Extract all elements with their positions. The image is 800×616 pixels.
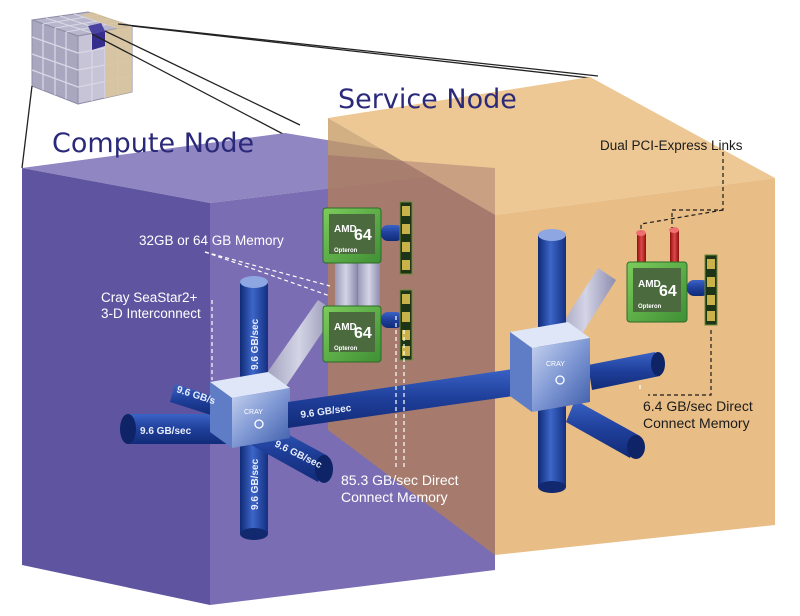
service-memory-label-line1: 6.4 GB/sec Direct [643,398,753,414]
chip-brand: AMD [638,279,661,290]
chip-brand: AMD [334,224,357,235]
zoom-lines [21,23,599,169]
interconnect-label-line2: 3-D Interconnect [101,306,201,321]
pci-express-links [636,227,679,267]
compute-memory-label-line1: 85.3 GB/sec Direct [341,472,459,488]
service-node-title: Service Node [338,84,517,115]
compute-interconnect: CRAY [120,276,333,540]
chip-model: 64 [354,325,372,342]
chip-name: Opteron [334,346,358,352]
chip-brand: AMD [334,322,357,333]
memory-options-label: 32GB or 64 GB Memory [139,233,284,248]
service-interconnect: CRAY [510,229,665,493]
service-cpu-chip: AMD 64 Opteron [626,261,688,323]
service-memory-label-line2: Connect Memory [643,415,750,431]
chip-model: 64 [659,283,677,300]
mini-system-cube [31,11,133,105]
service-memory-module [704,254,718,326]
chip-name: Opteron [638,304,662,310]
compute-chip-links [262,245,380,392]
router-brand: CRAY [546,361,565,368]
compute-cpu-chip-bottom: AMD 64 Opteron [322,305,382,363]
compute-memory-label-line2: Connect Memory [341,489,448,505]
compute-cpu-chip-top: AMD 64 Opteron [322,207,382,264]
pci-links-label: Dual PCI-Express Links [600,138,743,153]
compute-down-rate: 9.6 GB/sec [250,458,261,510]
service-memory-link [687,280,709,296]
interconnect-label-line1: Cray SeaStar2+ [101,290,198,305]
node-link-pipe: 9.6 GB/sec [288,368,520,428]
pci-leader [640,152,724,232]
compute-memory-links [381,225,403,328]
service-memory-leader [648,330,712,396]
router-brand: CRAY [244,409,263,416]
compute-memory-modules [399,201,413,361]
compute-west-rate: 9.6 GB/sec [140,426,192,437]
chip-name: Opteron [334,248,358,254]
callout-leaders [204,251,641,470]
chip-model: 64 [354,227,372,244]
compute-node-title: Compute Node [52,128,254,159]
compute-up-rate: 9.6 GB/sec [250,318,261,370]
